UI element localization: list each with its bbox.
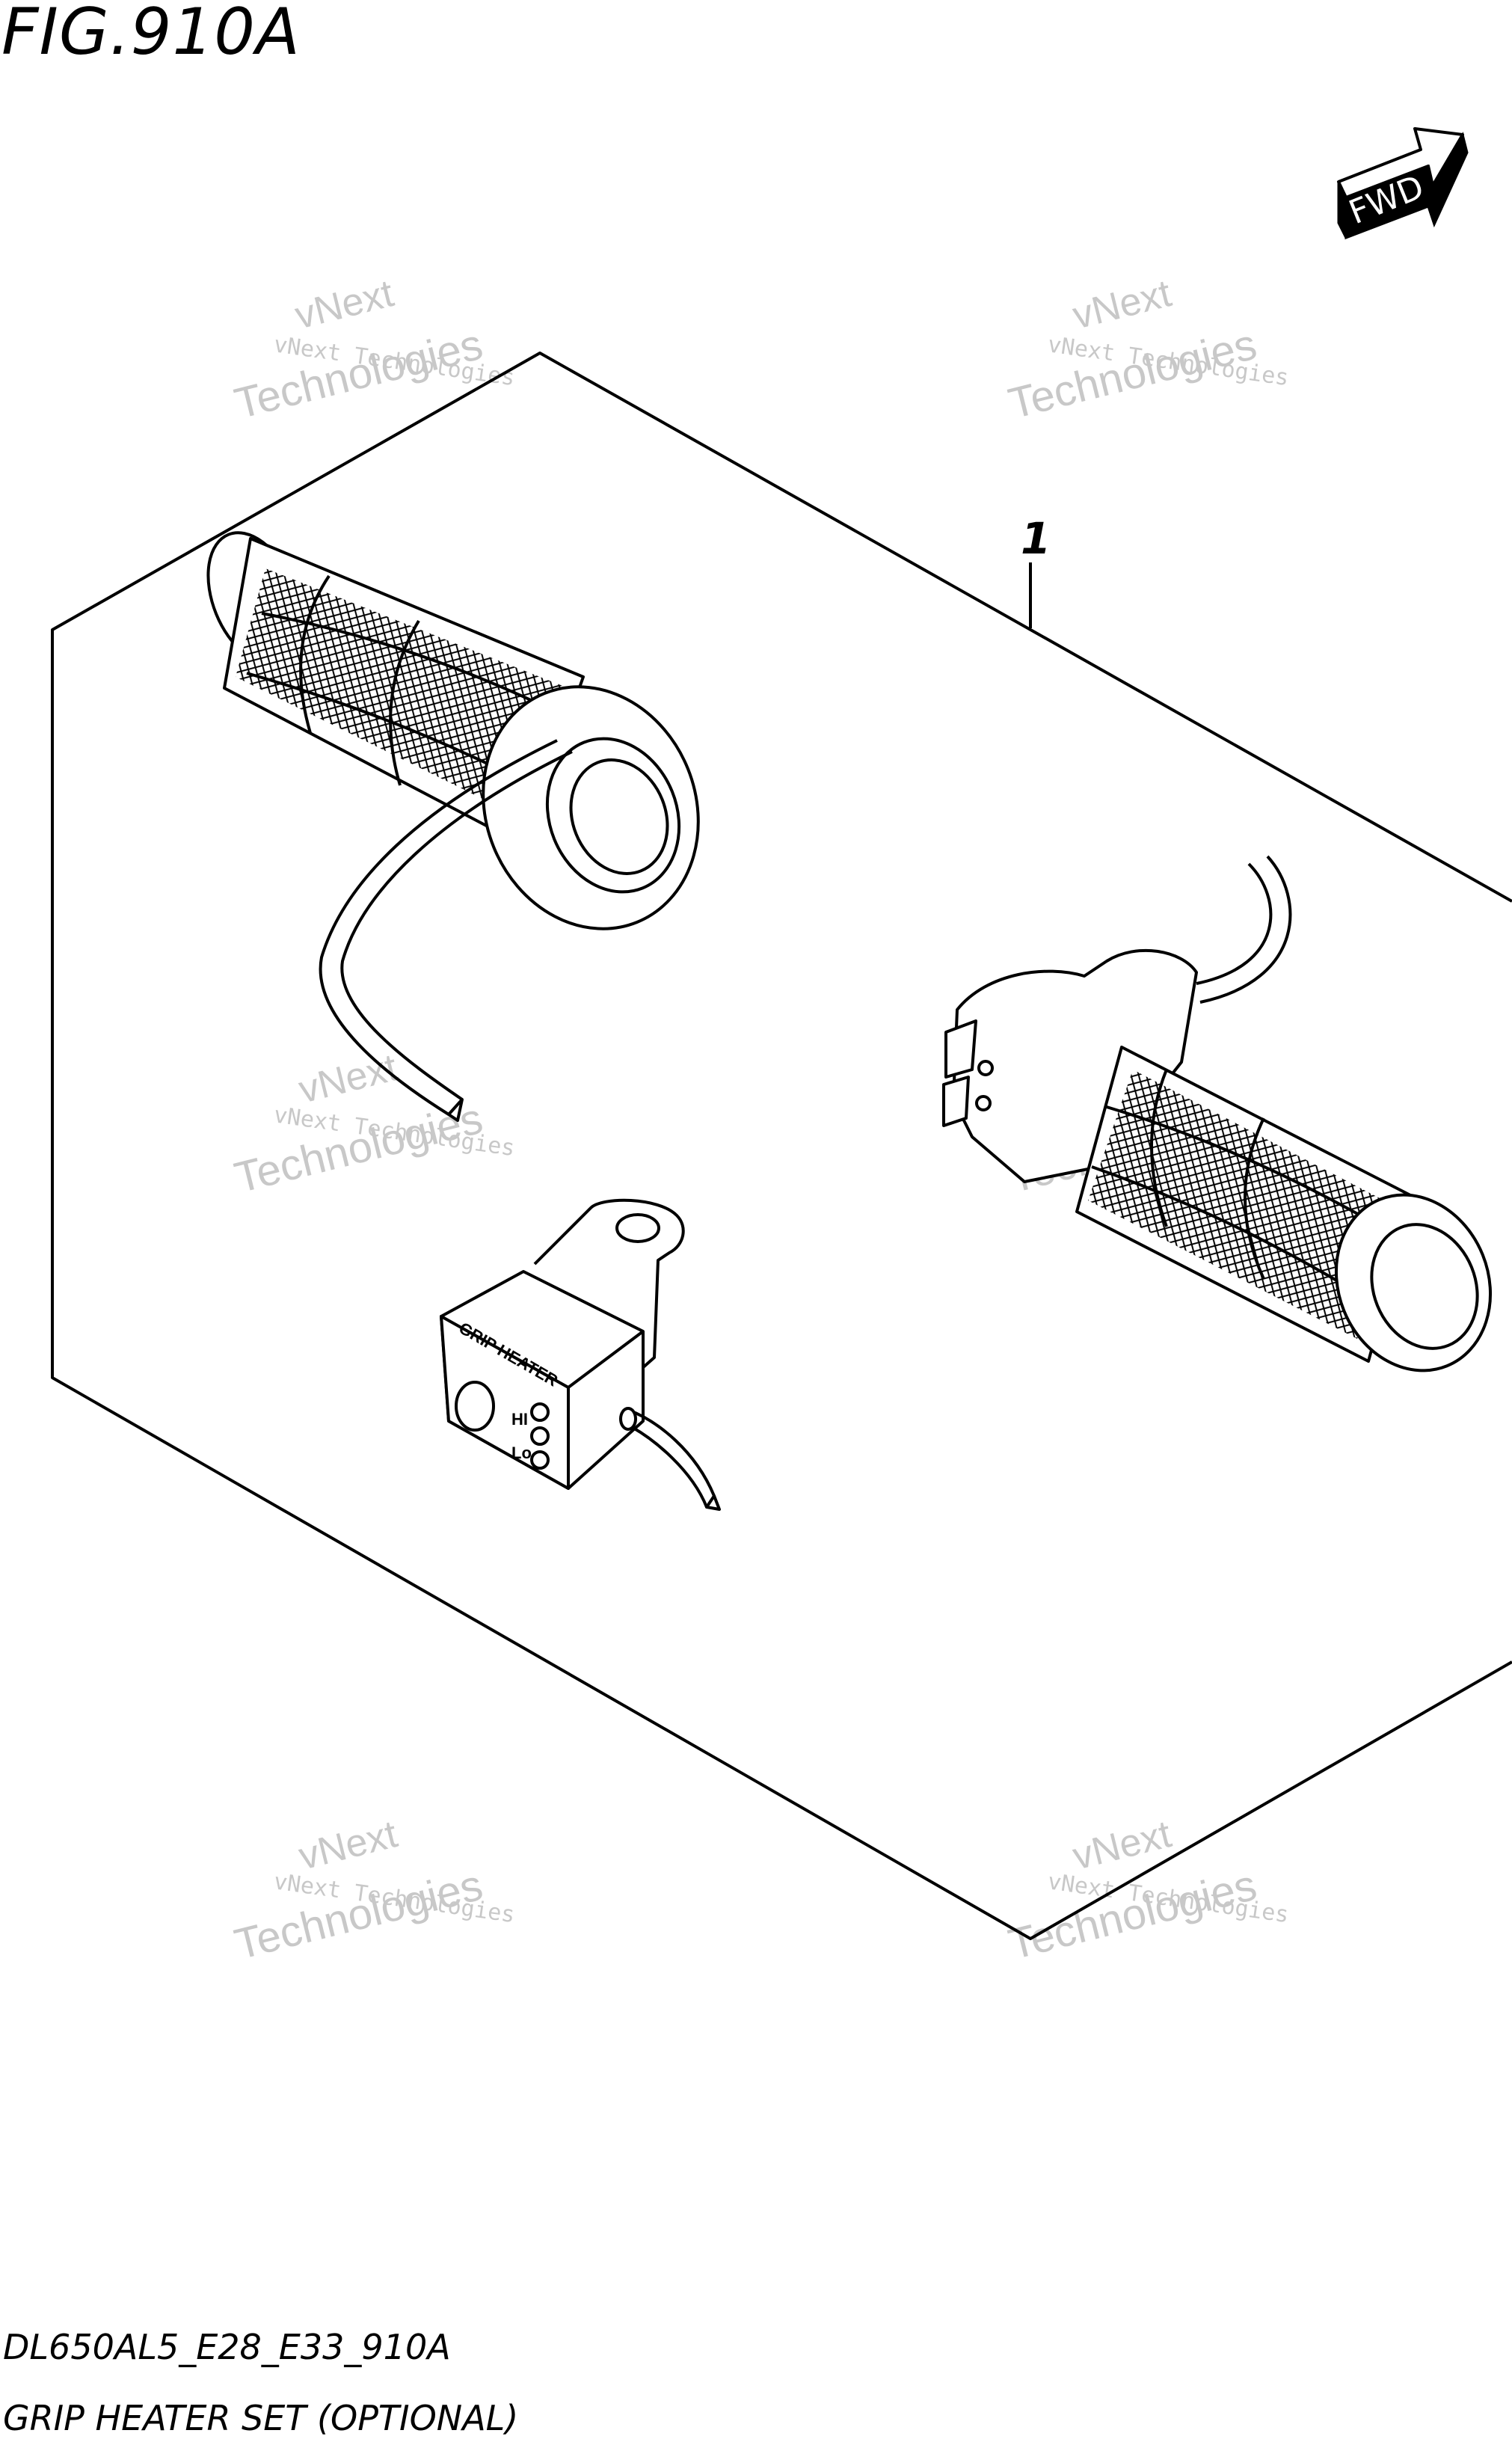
diagram-caption: GRIP HEATER SET (OPTIONAL) xyxy=(3,2398,519,2438)
left-grip xyxy=(206,531,700,1122)
watermark-large-1: vNext xyxy=(295,1046,402,1112)
watermark-top-right: vNext Technologies vNext Technologies xyxy=(1004,272,1290,429)
watermark-large-2: Technologies xyxy=(230,1094,487,1203)
watermark-bottom-left: vNext Technologies vNext Technologies xyxy=(230,1812,516,1969)
watermark-top-left: vNext Technologies vNext Technologies xyxy=(230,272,516,429)
switch-lo-label: Lo xyxy=(511,1444,532,1462)
grip-heater-switch: GRIP HEATER HI Lo xyxy=(440,1198,721,1511)
watermark-large-1: vNext xyxy=(295,1812,402,1879)
watermark-large-2: Technologies xyxy=(1004,1861,1261,1969)
fwd-arrow-icon: FWD xyxy=(1337,127,1469,240)
switch-hi-label: HI xyxy=(511,1410,528,1429)
watermark-large-1: vNext xyxy=(291,272,399,338)
watermark-bottom-right: vNext Technologies vNext Technologies xyxy=(1004,1812,1290,1969)
watermark-large-2: Technologies xyxy=(230,320,487,429)
watermark-large-2: Technologies xyxy=(230,1861,487,1969)
watermark-mid-left: vNext Technologies vNext Technologies xyxy=(230,1046,516,1203)
kit-outline xyxy=(51,352,1512,1940)
callout-number: 1 xyxy=(1021,513,1051,564)
model-code: DL650AL5_E28_E33_910A xyxy=(3,2327,451,2367)
watermark-large-1: vNext xyxy=(1069,1812,1176,1879)
watermark-large-1: vNext xyxy=(1069,272,1176,338)
figure-title: FIG.910A xyxy=(1,0,301,70)
callout-1: 1 xyxy=(1021,513,1051,628)
right-grip xyxy=(942,855,1493,1372)
watermark-large-2: Technologies xyxy=(1004,320,1261,429)
